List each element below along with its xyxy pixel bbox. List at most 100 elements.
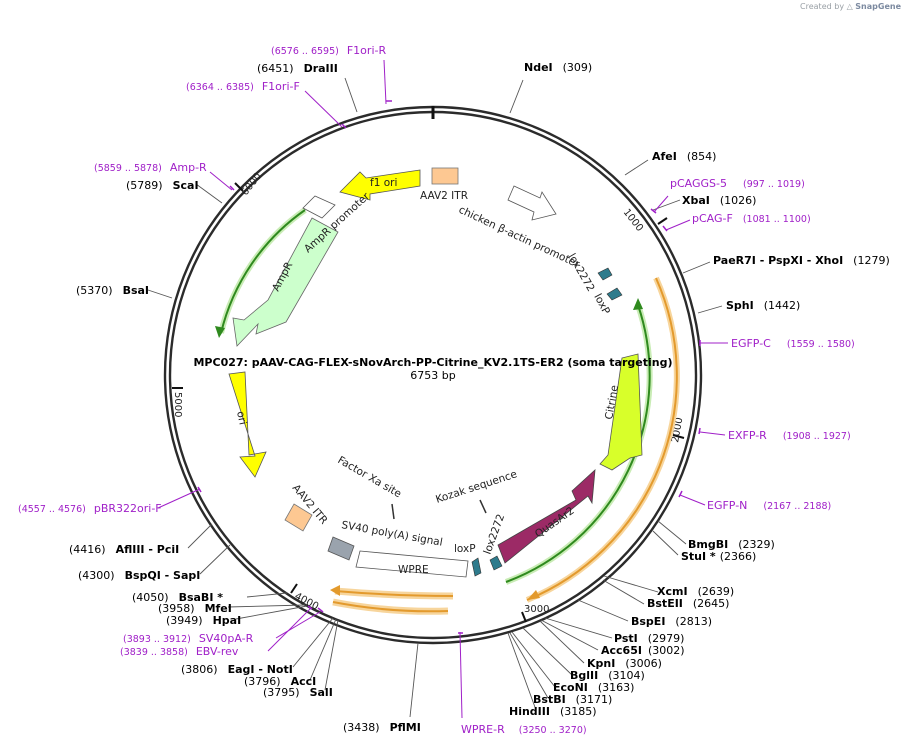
- leader-acc65i: [540, 619, 599, 651]
- site-bsai: (5370) BsaI: [76, 284, 149, 297]
- leader-draiii: [344, 77, 358, 113]
- primer-amp-r: (5859 .. 5878)Amp-R: [94, 161, 207, 174]
- site-bsteii-name: BstEII: [647, 597, 683, 610]
- leader-stui: [652, 530, 679, 556]
- feature-loxp-top[interactable]: [606, 287, 623, 301]
- feature-aav2-itr-bottom[interactable]: [284, 503, 313, 532]
- primer-exfp-r-range: (1908 .. 1927): [783, 431, 851, 442]
- primer-amp-r-name: Amp-R: [170, 161, 207, 174]
- primer-ticks: [197, 100, 701, 634]
- site-xcmi-pos: (2639): [698, 585, 735, 598]
- leader-bspei: [577, 599, 629, 622]
- leader-bstbi: [509, 632, 549, 699]
- primer-egfp-n-name: EGFP-N: [707, 499, 747, 512]
- primer-tick-exfp-r: [698, 427, 701, 435]
- primer-tick-egfp-n: [678, 490, 683, 498]
- leader-bsabi: [246, 592, 288, 598]
- site-bstbi-pos: (3171): [576, 693, 613, 706]
- green-track-left: [220, 209, 306, 334]
- leader-bsteii: [602, 579, 645, 605]
- site-kpni-pos: (3006): [625, 657, 662, 670]
- feature-chicken-beta-actin-promoter[interactable]: [507, 185, 557, 221]
- site-acc65i-pos: (3002): [648, 644, 685, 657]
- site-bsabi: (4050)BsaBI *: [132, 591, 223, 604]
- tick-label-3000: 3000: [524, 604, 549, 615]
- primer-sv40pa-r-name: SV40pA-R: [199, 632, 254, 645]
- site-sphi: SphI(1442): [726, 299, 800, 312]
- feature-sv40-polya[interactable]: [327, 536, 355, 561]
- feature-small-promoter[interactable]: [302, 195, 336, 219]
- orange-track-bottom-inner: [332, 601, 449, 613]
- feature-lox2272-top-label: lox2272: [565, 252, 596, 294]
- site-stui-name: StuI *: [681, 550, 716, 563]
- feature-kozak-label: Kozak sequence: [434, 468, 518, 506]
- site-paer7i-pos: (1279): [853, 254, 890, 267]
- leader-sv40pa-r: [275, 611, 321, 639]
- site-xhoi-name: - XhoI: [803, 254, 843, 267]
- credit-prefix: Created by: [800, 2, 845, 11]
- site-afei-name: AfeI: [652, 150, 677, 163]
- site-bmgbi-pos: (2329): [738, 538, 775, 551]
- site-sali-pos: (3795): [263, 686, 300, 699]
- primer-sv40pa-r-range: (3893 .. 3912): [123, 634, 191, 645]
- site-afei: AfeI(854): [652, 150, 716, 163]
- site-eagi: (3806)EagI - NotI: [181, 663, 293, 676]
- feature-ori[interactable]: [228, 371, 267, 478]
- primer-ebv-rev-name: EBV-rev: [196, 645, 239, 658]
- credit-brand: SnapGene: [855, 2, 901, 11]
- feature-ampr[interactable]: [232, 217, 339, 347]
- site-bsai-name: BsaI: [123, 284, 149, 297]
- primer-tick-pbr322ori-f: [197, 486, 202, 493]
- site-xbai-pos: (1026): [720, 194, 757, 207]
- leader-f1ori-r: [383, 59, 387, 105]
- site-draiii-pos: (6451): [257, 62, 294, 75]
- feature-citrine[interactable]: [599, 353, 643, 471]
- site-bsai-pos: (5370): [76, 284, 113, 297]
- tick-label-4000: 4000: [293, 591, 321, 613]
- orange-track-right: [526, 277, 678, 601]
- primer-pcag-f: pCAG-F(1081 .. 1100): [692, 212, 811, 225]
- site-bstbi: BstBI(3171): [533, 693, 612, 706]
- leader-f1ori-f: [304, 90, 343, 128]
- site-econi: EcoNI(3163): [553, 681, 634, 694]
- site-scai-name: ScaI: [173, 179, 199, 192]
- site-sapi-name: - SapI: [161, 569, 201, 582]
- primer-egfp-n: EGFP-N(2167 .. 2188): [707, 499, 831, 512]
- primer-tick-amp-r: [229, 185, 235, 191]
- primer-f1ori-f-name: F1ori-F: [262, 80, 300, 93]
- site-acc65i: Acc65I(3002): [601, 644, 685, 657]
- leader-scai: [195, 183, 223, 204]
- leader-hpai: [235, 605, 308, 620]
- feature-aav2-itr-top[interactable]: [431, 167, 459, 185]
- site-paer7i-name: PaeR7I: [713, 254, 756, 267]
- site-scai: (5789) ScaI: [126, 179, 199, 192]
- leader-pcaggs-5: [653, 195, 669, 213]
- feature-lox2272-top[interactable]: [597, 267, 613, 281]
- tick-1000: [657, 217, 668, 225]
- feature-quasar2[interactable]: [497, 469, 596, 564]
- site-bglii-name: BglII: [570, 669, 598, 682]
- site-sphi-pos: (1442): [764, 299, 801, 312]
- site-bmgbi-name: BmgBI: [688, 538, 728, 551]
- leader-sali: [324, 619, 339, 691]
- feature-wpre[interactable]: [355, 550, 469, 578]
- feature-f1-ori[interactable]: [339, 169, 421, 201]
- site-bglii: BglII(3104): [570, 669, 645, 682]
- feature-loxp-bottom[interactable]: [471, 557, 482, 577]
- leader-acci: [309, 618, 337, 681]
- site-scai-pos: (5789): [126, 179, 163, 192]
- plasmid-length: 6753 bp: [410, 369, 455, 382]
- site-afliii: (4416)AflIII - PciI: [69, 543, 179, 556]
- tick-4000: [290, 583, 298, 594]
- site-acci-pos: (3796): [244, 675, 281, 688]
- green-track-right: [505, 304, 651, 583]
- primer-f1ori-r-range: (6576 .. 6595): [271, 46, 339, 57]
- site-pspxi-name: - PspXI: [756, 254, 803, 267]
- feature-lox2272-bottom[interactable]: [489, 555, 503, 571]
- leader-xcmi: [603, 575, 659, 593]
- primer-pcaggs-5-name: pCAGGS-5: [670, 177, 727, 190]
- primer-f1ori-r-name: F1ori-R: [347, 44, 387, 57]
- site-stui: StuI *(2366): [681, 550, 756, 563]
- site-afliii-pos: (4416): [69, 543, 106, 556]
